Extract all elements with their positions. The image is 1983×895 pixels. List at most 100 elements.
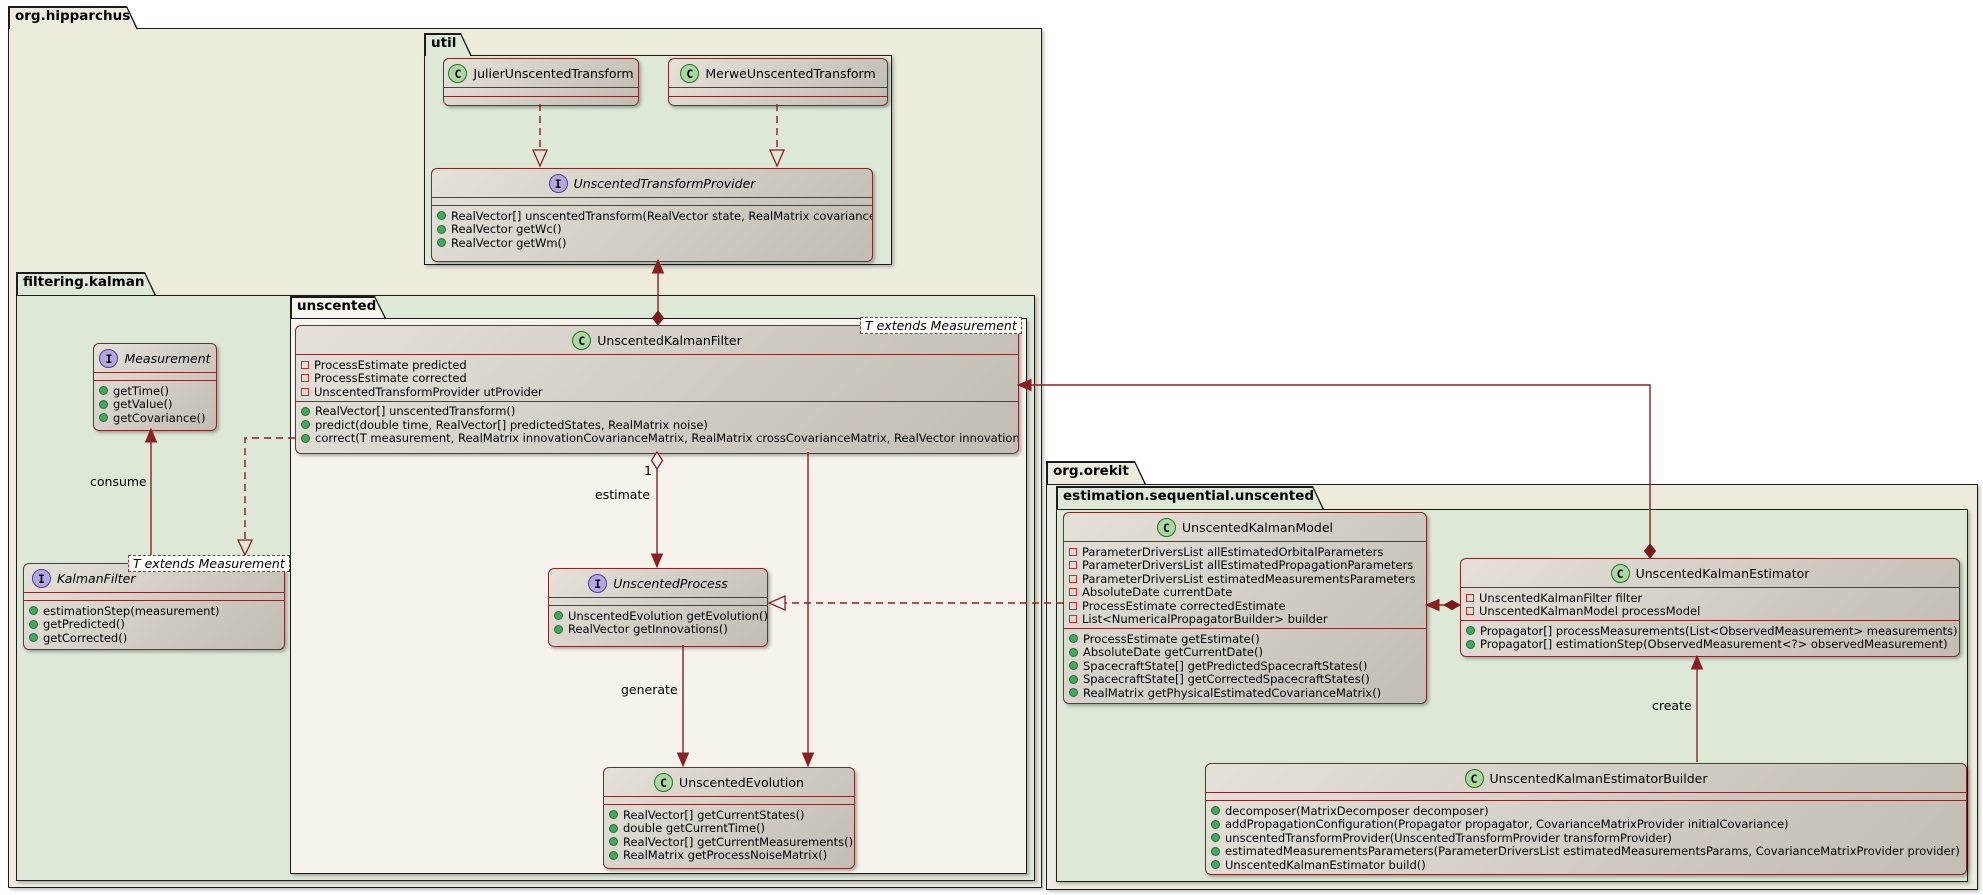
method-row: estimationStep(measurement)	[29, 604, 279, 618]
method-label: RealVector getWc()	[451, 222, 562, 237]
interface-name: UnscentedTransformProvider	[573, 176, 756, 191]
method-row: SpacecraftState[] getCorrectedSpacecraft…	[1069, 672, 1421, 687]
fields-compartment	[669, 87, 887, 96]
method-row: UnscentedKalmanEstimator build()	[1211, 858, 1961, 872]
method-row: RealVector[] unscentedTransform(RealVect…	[437, 209, 872, 223]
package-tab-estimation-sequential-unscented: estimation.sequential.unscented	[1056, 486, 1324, 509]
class-icon: C	[1464, 769, 1484, 788]
generic-parameter-box: T extends Measurement	[860, 317, 1022, 334]
public-method-icon	[609, 823, 618, 833]
package-tab-fill	[426, 35, 471, 56]
interface-icon: I	[548, 174, 568, 193]
method-row: Propagator[] estimationStep(ObservedMeas…	[1466, 637, 1954, 652]
method-label: RealVector[] getCurrentMeasurements()	[623, 834, 854, 849]
field-label: UnscentedKalmanModel processModel	[1479, 604, 1701, 619]
method-row: RealVector getWc()	[437, 222, 867, 237]
field-row: UnscentedTransformProvider utProvider	[301, 385, 1013, 399]
public-method-icon	[1069, 647, 1078, 657]
method-label: UnscentedKalmanEstimator build()	[1225, 857, 1426, 872]
private-field-icon	[1069, 574, 1077, 583]
public-method-icon	[301, 420, 310, 430]
public-method-icon	[609, 837, 618, 847]
package-label: filtering.kalman	[23, 274, 145, 290]
method-row: predict(double time, RealVector[] predic…	[301, 418, 1013, 432]
method-label: RealVector[] unscentedTransform(RealVect…	[451, 208, 873, 223]
field-row: List<NumericalPropagatorBuilder> builder	[1069, 612, 1421, 627]
private-field-icon	[301, 374, 309, 383]
class-name: UnscentedEvolution	[679, 775, 804, 790]
private-field-icon	[1069, 588, 1077, 597]
class-unscented-kalman-estimator: C UnscentedKalmanEstimator UnscentedKalm…	[1460, 558, 1960, 657]
method-row: UnscentedEvolution getEvolution()	[554, 609, 767, 623]
class-name: UnscentedKalmanEstimator	[1635, 566, 1810, 581]
class-name: UnscentedKalmanEstimatorBuilder	[1489, 771, 1708, 786]
public-method-icon	[1069, 661, 1078, 671]
field-label: ProcessEstimate correctedEstimate	[1082, 598, 1286, 613]
field-row: UnscentedKalmanFilter filter	[1466, 591, 1954, 605]
public-method-icon	[29, 633, 38, 643]
method-label: getTime()	[113, 383, 170, 398]
fields-compartment	[94, 372, 216, 380]
public-method-icon	[301, 433, 310, 443]
class-header: C UnscentedKalmanEstimator	[1461, 559, 1959, 587]
class-header: C JulierUnscentedTransform	[444, 59, 638, 87]
class-header: C MerweUnscentedTransform	[669, 59, 887, 87]
public-method-icon	[29, 619, 38, 629]
methods-compartment: RealVector[] getCurrentStates()double ge…	[604, 804, 854, 868]
private-field-icon	[1069, 547, 1077, 556]
method-row: RealVector[] getCurrentMeasurements()	[609, 835, 853, 849]
fields-compartment	[432, 197, 872, 205]
field-row: ProcessEstimate corrected	[301, 371, 1013, 386]
class-name: UnscentedKalmanFilter	[597, 333, 742, 348]
method-label: decomposer(MatrixDecomposer decomposer)	[1225, 803, 1489, 818]
method-label: addPropagationConfiguration(Propagator p…	[1225, 817, 1789, 832]
field-label: ParameterDriversList allEstimatedPropaga…	[1082, 558, 1414, 573]
methods-compartment: decomposer(MatrixDecomposer decomposer)a…	[1206, 800, 1966, 874]
method-row: getCovariance()	[99, 411, 211, 425]
methods-compartment: getTime()getValue()getCovariance()	[94, 380, 216, 430]
methods-compartment: RealVector[] unscentedTransform()predict…	[296, 400, 1018, 454]
public-method-icon	[1466, 626, 1475, 636]
method-label: estimationStep(measurement)	[43, 603, 220, 618]
public-method-icon	[437, 224, 446, 234]
package-label: estimation.sequential.unscented	[1063, 488, 1315, 504]
field-row: ParameterDriversList estimatedMeasuremen…	[1069, 572, 1421, 586]
method-label: RealMatrix getProcessNoiseMatrix()	[623, 848, 828, 863]
method-label: correct(T measurement, RealMatrix innova…	[315, 431, 1019, 446]
method-row: RealMatrix getPhysicalEstimatedCovarianc…	[1069, 686, 1421, 700]
interface-header: I Measurement	[94, 344, 216, 372]
interface-measurement: I Measurement getTime()getValue()getCova…	[93, 343, 217, 431]
edge-label-generate: generate	[621, 682, 678, 697]
method-row: estimatedMeasurementsParameters(Paramete…	[1211, 844, 1961, 858]
class-header: C UnscentedKalmanModel	[1064, 513, 1426, 541]
field-label: ProcessEstimate predicted	[314, 357, 467, 372]
method-label: getValue()	[113, 397, 173, 412]
method-label: Propagator[] estimationStep(ObservedMeas…	[1480, 637, 1948, 652]
public-method-icon	[1466, 639, 1475, 649]
private-field-icon	[1466, 593, 1474, 602]
field-row: ProcessEstimate predicted	[301, 358, 1013, 372]
interface-unscented-process: I UnscentedProcess UnscentedEvolution ge…	[548, 568, 768, 647]
interface-icon: I	[588, 574, 608, 593]
methods-compartment: estimationStep(measurement)getPredicted(…	[24, 600, 284, 649]
package-tab-fill	[292, 298, 385, 318]
method-label: SpacecraftState[] getCorrectedSpacecraft…	[1083, 672, 1370, 687]
field-label: List<NumericalPropagatorBuilder> builder	[1082, 612, 1328, 627]
class-merwe-unscented-transform: C MerweUnscentedTransform	[668, 58, 888, 106]
field-row: ProcessEstimate correctedEstimate	[1069, 599, 1421, 613]
method-row: double getCurrentTime()	[609, 821, 849, 835]
interface-name: UnscentedProcess	[613, 576, 728, 591]
interface-header: I KalmanFilter	[24, 564, 284, 592]
class-icon: C	[448, 64, 468, 83]
public-method-icon	[1069, 688, 1078, 698]
method-row: correct(T measurement, RealMatrix innova…	[301, 431, 1018, 445]
method-row: unscentedTransformProvider(UnscentedTran…	[1211, 831, 1961, 845]
public-method-icon	[1069, 634, 1078, 644]
package-label: org.hipparchus	[15, 8, 131, 24]
public-method-icon	[301, 406, 310, 416]
field-label: ProcessEstimate corrected	[314, 371, 467, 386]
package-tab-unscented: unscented	[290, 296, 386, 318]
package-tab-util: util	[424, 33, 472, 56]
interface-header: I UnscentedProcess	[549, 569, 767, 597]
